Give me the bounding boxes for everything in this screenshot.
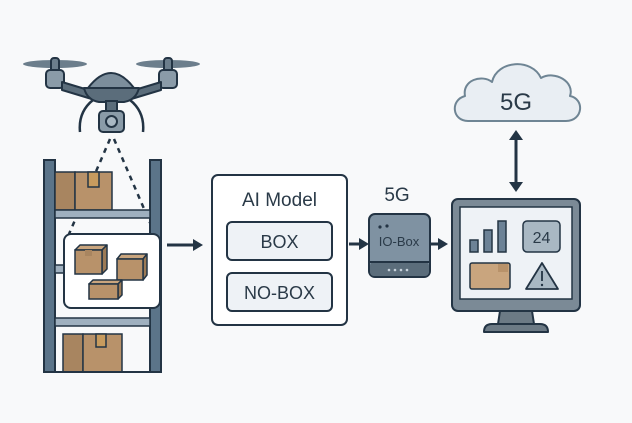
- ai-model-title: AI Model: [242, 190, 317, 211]
- detected-box-icon: [116, 253, 148, 281]
- cloud-icon: 5G: [453, 63, 581, 122]
- class-box-panel: [226, 221, 333, 261]
- shelf-beam: [54, 209, 151, 219]
- monitor-base: [483, 323, 549, 333]
- detected-box-icon: [88, 279, 123, 300]
- arrow-ai-model-to-io-box: [349, 238, 369, 250]
- detection-panel: [63, 233, 161, 309]
- io-box-network-label: 5G: [384, 185, 409, 206]
- shelf-beam: [54, 317, 151, 327]
- class-label-box: BOX: [260, 232, 298, 252]
- ai-model-block: AI Model BOX NO-BOX: [211, 174, 348, 326]
- io-box-label: IO-Box: [379, 234, 420, 249]
- class-label-no-box: NO-BOX: [244, 283, 315, 303]
- cloud-label: 5G: [500, 89, 532, 116]
- class-no-box-panel: [226, 272, 333, 312]
- drone-icon: [23, 57, 200, 133]
- box-widget-icon: [469, 262, 511, 290]
- io-box-device: 5G IO-Box: [368, 185, 431, 278]
- counter-value: 24: [533, 230, 551, 247]
- signal-bars-icon: [469, 220, 507, 253]
- counter-widget: 24: [522, 220, 561, 253]
- shelf-upright-left: [43, 159, 56, 373]
- arrow-cloud-monitor-bidirectional: [509, 130, 523, 192]
- detected-box-icon: [74, 244, 108, 275]
- warning-icon: [525, 262, 559, 290]
- arrow-shelf-to-ai-model: [167, 239, 203, 251]
- monitor-icon: 24: [451, 198, 581, 333]
- arrow-io-box-to-monitor: [431, 238, 448, 250]
